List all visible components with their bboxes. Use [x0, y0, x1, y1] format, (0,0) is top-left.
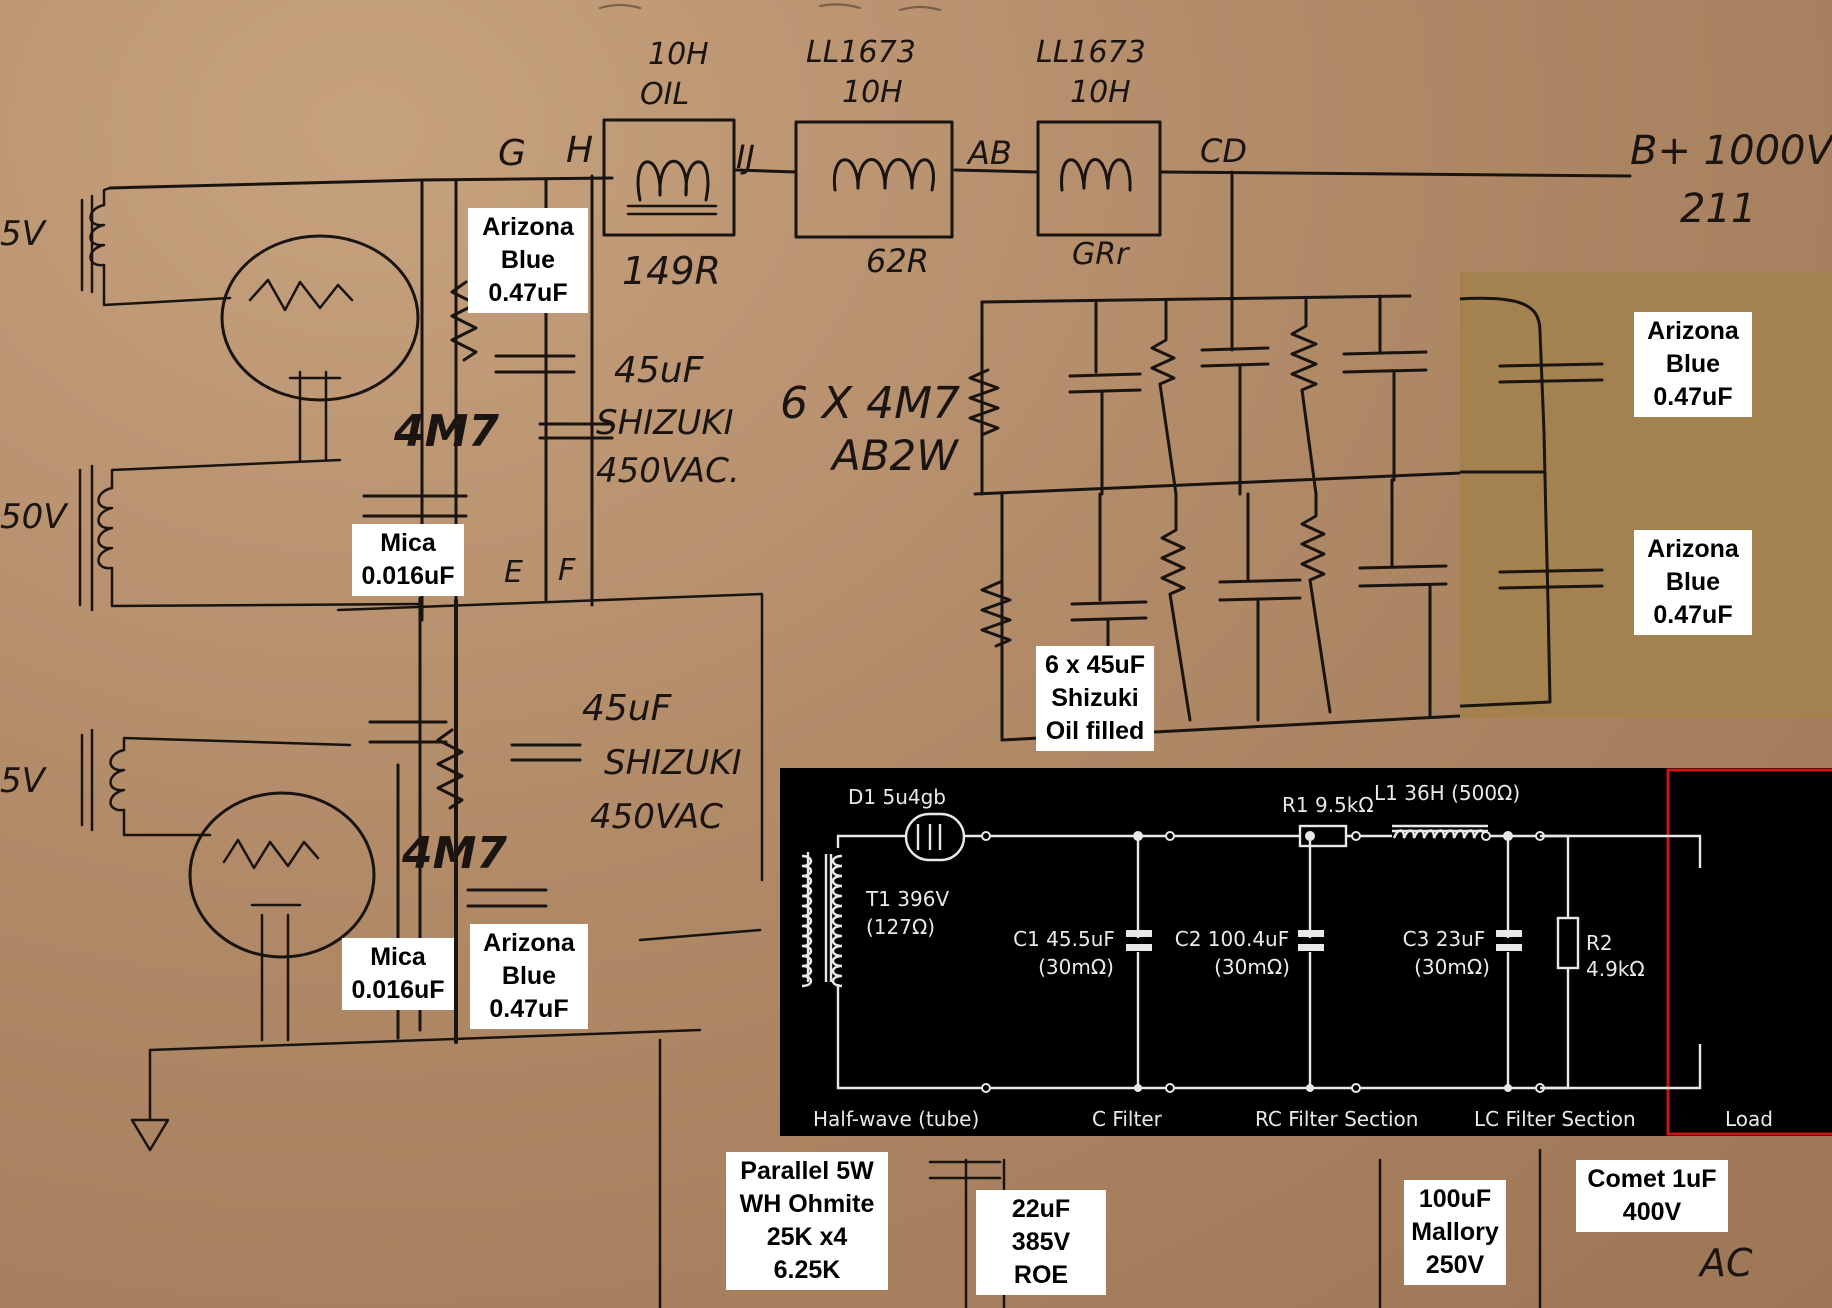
- choke2-resistance: 62R: [866, 242, 929, 280]
- choke-3: [1036, 120, 1162, 237]
- section-rc-filter: RC Filter Section: [1255, 1107, 1418, 1131]
- rectifier-tube-bottom: [188, 791, 376, 1042]
- voltage-5v-bottom: 5V: [0, 761, 48, 801]
- choke-1: [602, 118, 736, 237]
- output-tube: 211: [1680, 186, 1756, 232]
- capacitor-c2-symbol: [1298, 836, 1324, 1088]
- choke1-type: OIL: [640, 77, 689, 112]
- rectifier-tube-top: [220, 234, 420, 462]
- voltage-50v: 50V: [0, 497, 69, 537]
- node-f: F: [558, 553, 576, 588]
- c2-esr: (30mΩ): [1214, 955, 1290, 979]
- cap1-brand: SHIZUKI: [596, 403, 734, 443]
- t1-label: T1 396V: [865, 887, 949, 911]
- transformer-t1-symbol: [801, 852, 843, 988]
- choke1-value: 10H: [648, 37, 709, 72]
- r2-value: 4.9kΩ: [1586, 957, 1645, 981]
- resistor-r1-symbol: [1298, 824, 1348, 848]
- d1-label: D1 5u4gb: [848, 785, 946, 809]
- choke2-value: 10H: [842, 75, 903, 110]
- c3-esr: (30mΩ): [1414, 955, 1490, 979]
- resistor-r2-symbol: [1540, 834, 1580, 1090]
- load-section-border: [1666, 768, 1832, 1136]
- node-cd: CD: [1200, 132, 1247, 170]
- diode-d1-symbol: [904, 812, 966, 862]
- r1-label: R1 9.5kΩ: [1282, 793, 1374, 817]
- capacitor-c1-symbol: [1126, 836, 1152, 1088]
- transformer-windings: [78, 186, 422, 837]
- node-e: E: [504, 555, 523, 590]
- resistor-4m7-top: 4M7: [393, 406, 499, 457]
- capacitor-c3-symbol: [1496, 836, 1522, 1088]
- c2-label: C2 100.4uF: [1175, 927, 1289, 951]
- cap2-value: 45uF: [582, 688, 673, 729]
- choke3-part: LL1673: [1036, 35, 1146, 70]
- section-lc-filter: LC Filter Section: [1474, 1107, 1636, 1131]
- t1-resistance: (127Ω): [866, 915, 935, 939]
- bplus-voltage: B+ 1000V: [1630, 128, 1832, 174]
- choke3-value: 10H: [1070, 75, 1131, 110]
- section-c-filter: C Filter: [1092, 1107, 1163, 1131]
- voltage-5v-top: 5V: [0, 214, 48, 254]
- section-load: Load: [1725, 1107, 1773, 1131]
- section-half-wave: Half-wave (tube): [813, 1107, 979, 1131]
- node-h: H: [566, 130, 593, 171]
- resistor-4m7-bottom: 4M7: [401, 828, 507, 879]
- choke3-resistance: GRr: [1072, 237, 1130, 272]
- node-ij: IJ: [736, 138, 755, 176]
- node-g: G: [498, 133, 526, 174]
- c1-label: C1 45.5uF: [1013, 927, 1115, 951]
- ac-note: AC: [1697, 1241, 1753, 1285]
- cap1-value: 45uF: [614, 350, 705, 391]
- c1-esr: (30mΩ): [1038, 955, 1114, 979]
- node-ab: AB: [966, 134, 1012, 172]
- cap2-brand: SHIZUKI: [604, 743, 742, 783]
- cap2-rating: 450VAC: [590, 797, 723, 837]
- psud-simulation-panel: D1 5u4gb T1 396V (127Ω) R1 9.5kΩ L1 36H …: [780, 768, 1832, 1136]
- inductor-l1-symbol: [1392, 824, 1488, 839]
- cap1-rating: 450VAC.: [596, 451, 740, 491]
- bank-resistor-rating: AB2W: [829, 431, 959, 480]
- choke-2: [794, 120, 954, 239]
- choke1-resistance: 149R: [622, 249, 721, 293]
- c3-label: C3 23uF: [1403, 927, 1486, 951]
- bank-resistor-count: 6 X 4M7: [780, 378, 960, 429]
- filter-bank: [968, 170, 1532, 742]
- r2-label: R2: [1586, 931, 1613, 955]
- l1-label: L1 36H (500Ω): [1374, 781, 1520, 805]
- choke2-part: LL1673: [806, 35, 916, 70]
